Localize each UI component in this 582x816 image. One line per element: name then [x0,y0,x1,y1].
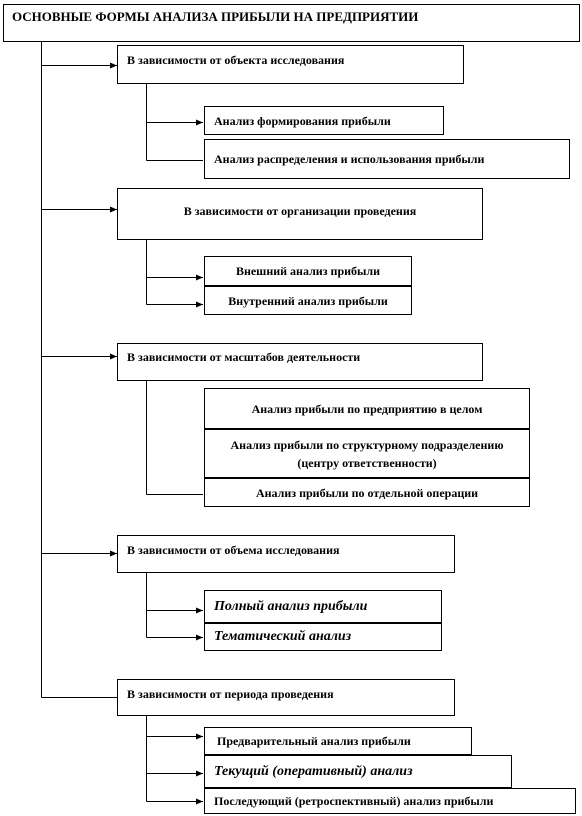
item-retrospective-box: Последующий (ретроспективный) анализ при… [204,788,576,814]
item-distribution-box: Анализ распределения и использования при… [204,139,570,179]
item-preliminary-box: Предварительный анализ прибыли [204,727,472,755]
item-full-box: Полный анализ прибыли [204,590,442,623]
item-current-box: Текущий (оперативный) анализ [204,755,512,788]
diagram-title: ОСНОВНЫЕ ФОРМЫ АНАЛИЗА ПРИБЫЛИ НА ПРЕДПР… [3,4,580,42]
item-formation-box: Анализ формирования прибыли [204,106,444,135]
item-division-box: Анализ прибыли по структурному подраздел… [204,429,530,478]
group-scale-box: В зависимости от масштабов деятельности [117,343,483,381]
group-volume-box: В зависимости от объема исследования [117,535,455,573]
group-object-box: В зависимости от объекта исследования [117,45,464,84]
item-external-box: Внешний анализ прибыли [204,256,412,286]
group-period-box: В зависимости от периода проведения [117,679,455,716]
item-internal-box: Внутренний анализ прибыли [204,286,412,315]
group-organization-box: В зависимости от организации проведения [117,188,483,240]
item-thematic-box: Тематический анализ [204,623,442,651]
item-enterprise-box: Анализ прибыли по предприятию в целом [204,388,530,429]
item-operation-box: Анализ прибыли по отдельной операции [204,478,530,507]
